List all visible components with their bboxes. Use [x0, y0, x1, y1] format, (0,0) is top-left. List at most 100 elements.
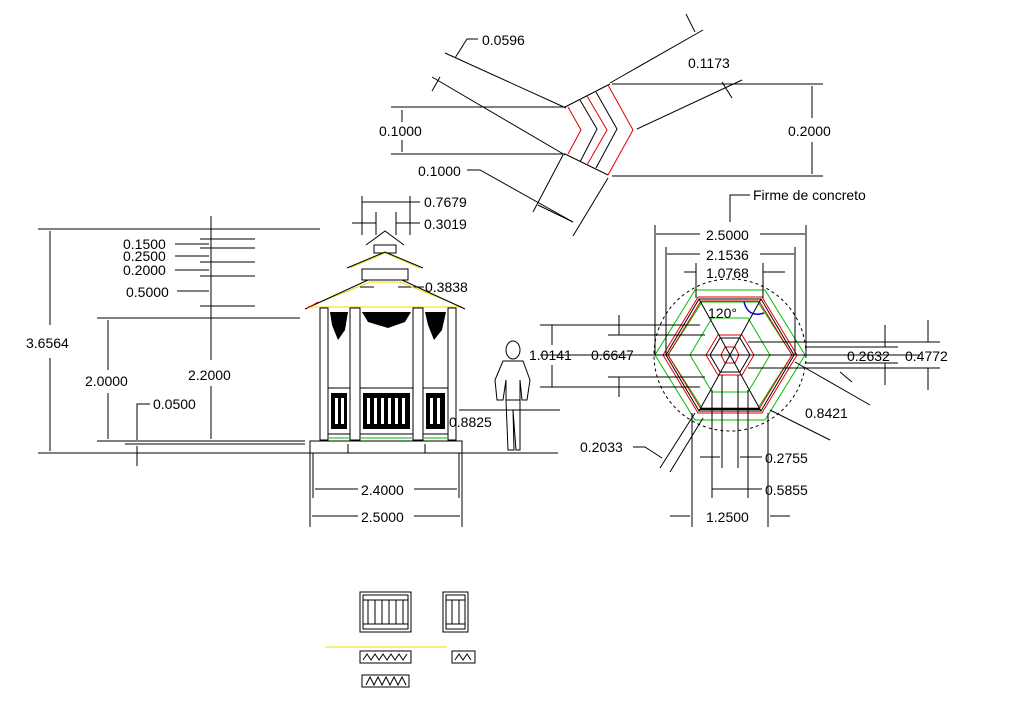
dim-label: 0.5855 — [765, 482, 808, 498]
dim-label: 0.8421 — [805, 405, 848, 421]
column — [412, 307, 424, 441]
plan-label: Firme de concreto — [753, 187, 866, 203]
column — [319, 307, 329, 441]
chevron-red — [607, 84, 634, 176]
dim-label: 0.4772 — [905, 348, 948, 364]
roof-detail: 0.0596 0.1173 0.1000 0.2000 0.1000 — [379, 13, 831, 237]
angle-arc — [743, 301, 765, 315]
detail-line — [636, 79, 743, 130]
dim-label: 0.1000 — [379, 123, 422, 139]
middle-lattice — [361, 268, 409, 281]
dim-label: 0.2000 — [788, 123, 831, 139]
leader — [431, 76, 441, 92]
chevron — [579, 99, 598, 163]
roof-tip — [305, 301, 319, 310]
detail-line — [564, 83, 611, 108]
dim-label: 2.5000 — [706, 227, 749, 243]
lower-roof — [307, 281, 463, 308]
dim-label: 0.0596 — [482, 32, 525, 48]
railing-block-small-pattern — [446, 599, 465, 625]
lattice-block-large — [359, 650, 412, 664]
railing-block-pattern — [363, 599, 408, 625]
leader-1000 — [467, 169, 574, 223]
chevron-red — [586, 95, 608, 166]
detail-line — [532, 154, 564, 213]
angle-label: 120° — [708, 305, 737, 321]
leader — [721, 81, 733, 99]
balusters — [331, 393, 445, 429]
column — [349, 307, 361, 441]
detail-line — [572, 177, 609, 237]
middle-roof-edge — [346, 251, 424, 269]
railing — [327, 387, 351, 435]
dim-label: 0.1500 — [123, 236, 166, 252]
dim-label: 1.2500 — [706, 509, 749, 525]
lattice-zigzag — [365, 675, 407, 687]
dim-label: 1.0768 — [706, 265, 749, 281]
railing-block-inner — [362, 594, 409, 630]
railing — [422, 387, 449, 435]
ext-line — [659, 412, 696, 469]
dim-label-overall-height: 3.6564 — [26, 335, 69, 351]
leader — [136, 403, 150, 440]
railing-block-small-inner — [445, 594, 466, 630]
detail-line — [444, 52, 567, 109]
dim-label: 2.4000 — [361, 482, 404, 498]
dim-line — [537, 204, 574, 223]
lattice-zigzag — [362, 653, 408, 661]
dim-label: 0.1173 — [688, 55, 730, 71]
dim-label: 0.7679 — [424, 194, 467, 210]
lattice-block-bottom — [361, 674, 410, 688]
dim-label: 1.0141 — [529, 347, 572, 363]
ext-line — [794, 361, 871, 406]
ext-line — [769, 409, 831, 441]
ext-line — [669, 417, 704, 473]
gazebo-elevation: 0.1500 0.2500 0.2000 0.5000 3.6564 2.000… — [26, 194, 560, 527]
leader-0596 — [454, 38, 478, 59]
label-leader — [729, 194, 750, 222]
bracket — [425, 312, 446, 340]
person-head — [505, 340, 521, 360]
railing — [359, 387, 414, 435]
dim-label: 0.1000 — [418, 163, 461, 179]
dim-label: 0.6647 — [591, 347, 634, 363]
person-legs — [505, 399, 521, 451]
dim-label: 0.5000 — [126, 284, 169, 300]
person-figure — [494, 340, 531, 451]
cupola-roof — [365, 230, 405, 246]
leader — [685, 13, 696, 33]
dim-label: 0.2500 — [123, 248, 166, 264]
dim-label: 2.0000 — [85, 373, 128, 389]
detail-line — [564, 153, 609, 176]
person-body — [494, 360, 531, 401]
bracket — [330, 312, 348, 340]
dim-label: 0.3019 — [424, 216, 467, 232]
base-platform — [309, 440, 463, 454]
dim-label: 0.3838 — [425, 279, 468, 295]
bracket — [362, 312, 411, 328]
railing-block-large — [359, 591, 412, 633]
dim-line — [839, 371, 853, 383]
chevron-red — [567, 106, 582, 155]
detail-line — [609, 29, 704, 84]
chevron — [595, 91, 618, 169]
dim-label: 0.2033 — [580, 439, 623, 455]
dim-label: 2.1536 — [706, 247, 749, 263]
dim-label: 0.8825 — [449, 414, 492, 430]
gazebo-plan: Firme de concreto 120° — [529, 187, 948, 527]
dim-label: 2.5000 — [361, 509, 404, 525]
lattice-block-small — [451, 650, 476, 664]
lattice-zigzag — [454, 653, 472, 661]
leader — [633, 446, 663, 459]
dim-label: 0.2000 — [123, 262, 166, 278]
middle-roof — [349, 252, 421, 269]
lower-roof-edge — [304, 279, 466, 310]
detail-line — [431, 76, 566, 156]
railing-block-small — [442, 591, 469, 633]
column — [447, 307, 457, 441]
detail-blocks — [325, 591, 476, 688]
dim-label: 0.2632 — [847, 348, 890, 364]
dim-label: 2.2000 — [188, 367, 231, 383]
dim-label: 0.2755 — [765, 450, 808, 466]
